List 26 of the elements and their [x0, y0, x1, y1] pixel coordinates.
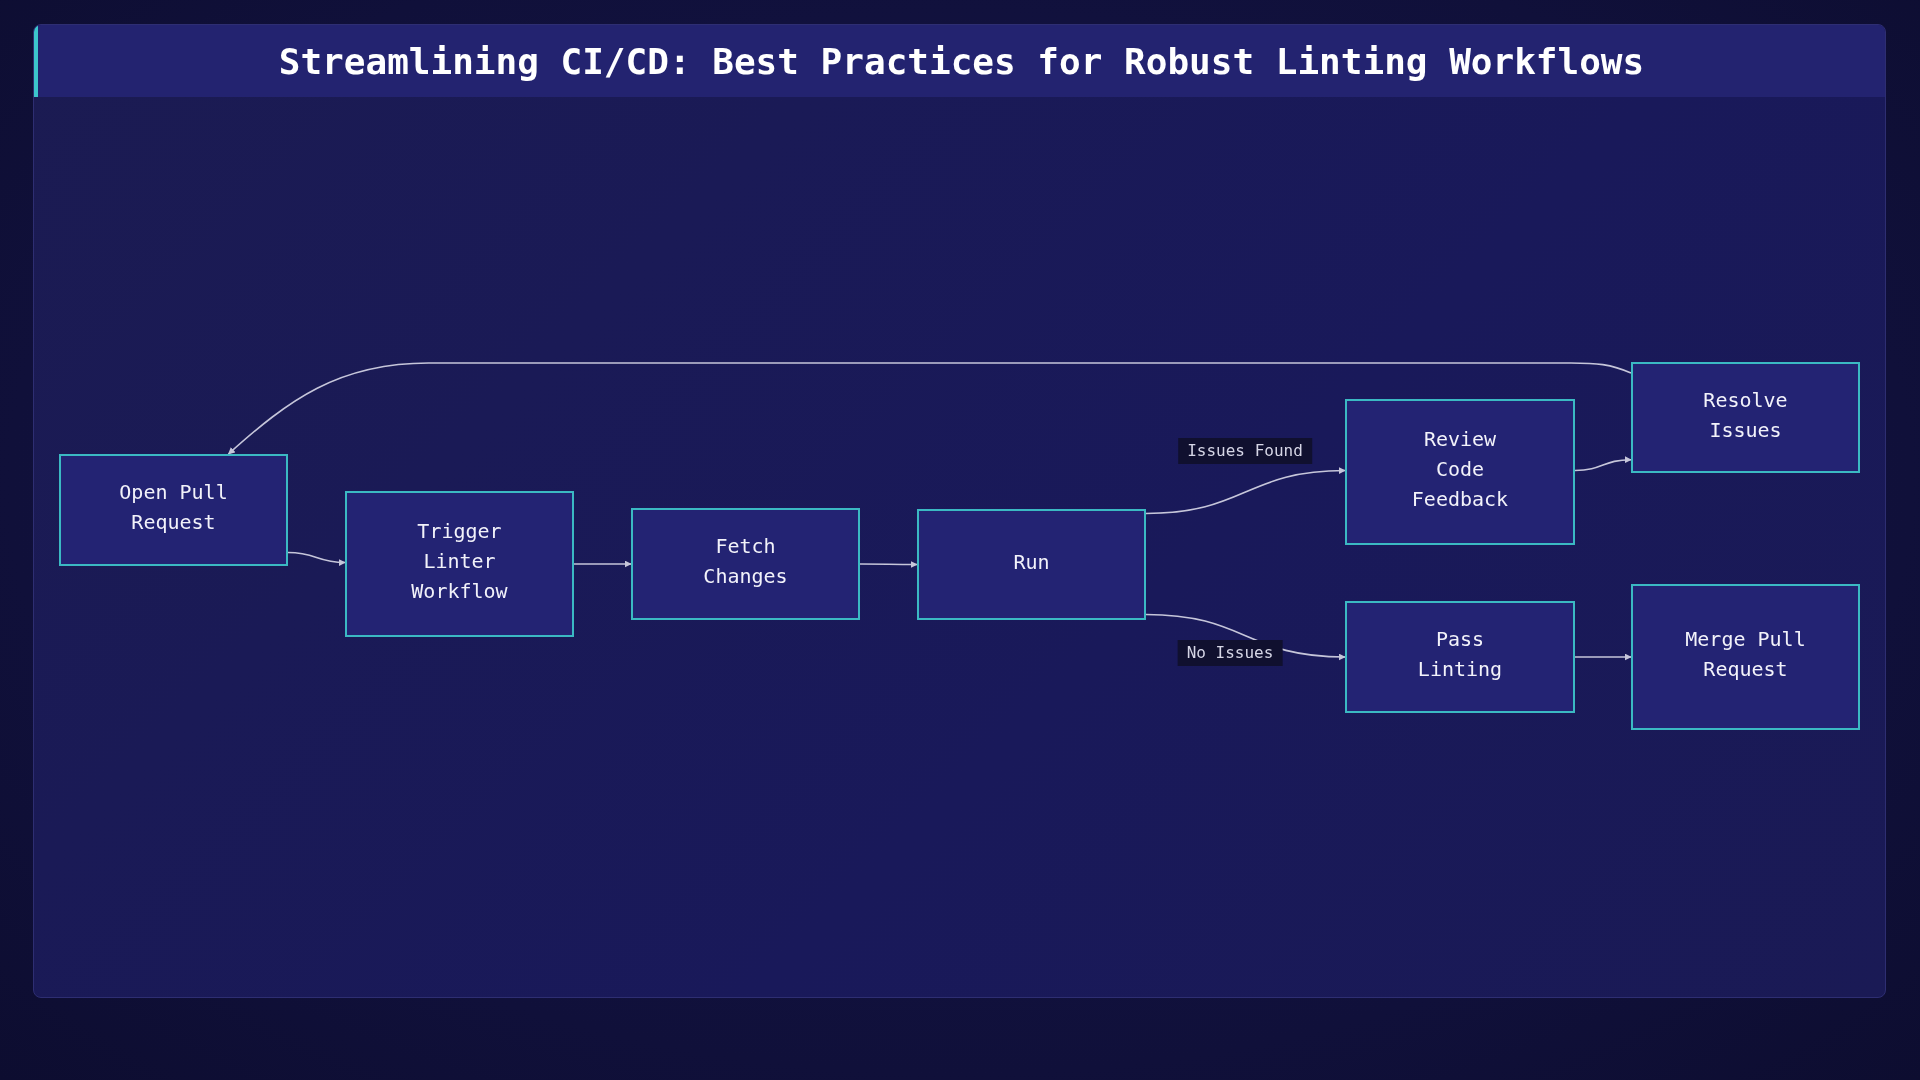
diagram-title: Streamlining CI/CD: Best Practices for Robust Linting Workflows — [278, 40, 1645, 82]
step-label: Open Pull Request — [118, 479, 229, 536]
edge-label: Issues Found — [1178, 438, 1312, 464]
process-box — [59, 454, 288, 566]
process-box — [1345, 399, 1575, 545]
process-box — [917, 509, 1146, 620]
arrow — [573, 560, 632, 568]
arrow — [1574, 653, 1632, 661]
step-label: Pass Linting — [1416, 626, 1504, 683]
process-box — [1631, 362, 1860, 473]
step-label: Fetch Changes — [702, 533, 789, 590]
edge-label: No Issues — [1177, 640, 1283, 666]
step-label: Review Code Feedback — [1410, 426, 1510, 513]
process-box — [345, 491, 574, 637]
arrow — [1574, 456, 1632, 472]
arrow — [287, 551, 346, 566]
arrow — [1145, 467, 1346, 515]
process-box — [1345, 601, 1575, 713]
step-label: Trigger Linter Workflow — [410, 518, 509, 605]
step-label: Resolve Issues — [1702, 386, 1789, 444]
step-label: Merge Pull Request — [1684, 626, 1807, 683]
arrow — [859, 561, 918, 568]
process-box — [631, 508, 860, 620]
step-label: Run — [1013, 548, 1050, 576]
arrow — [227, 362, 1632, 455]
process-box — [1631, 584, 1860, 730]
